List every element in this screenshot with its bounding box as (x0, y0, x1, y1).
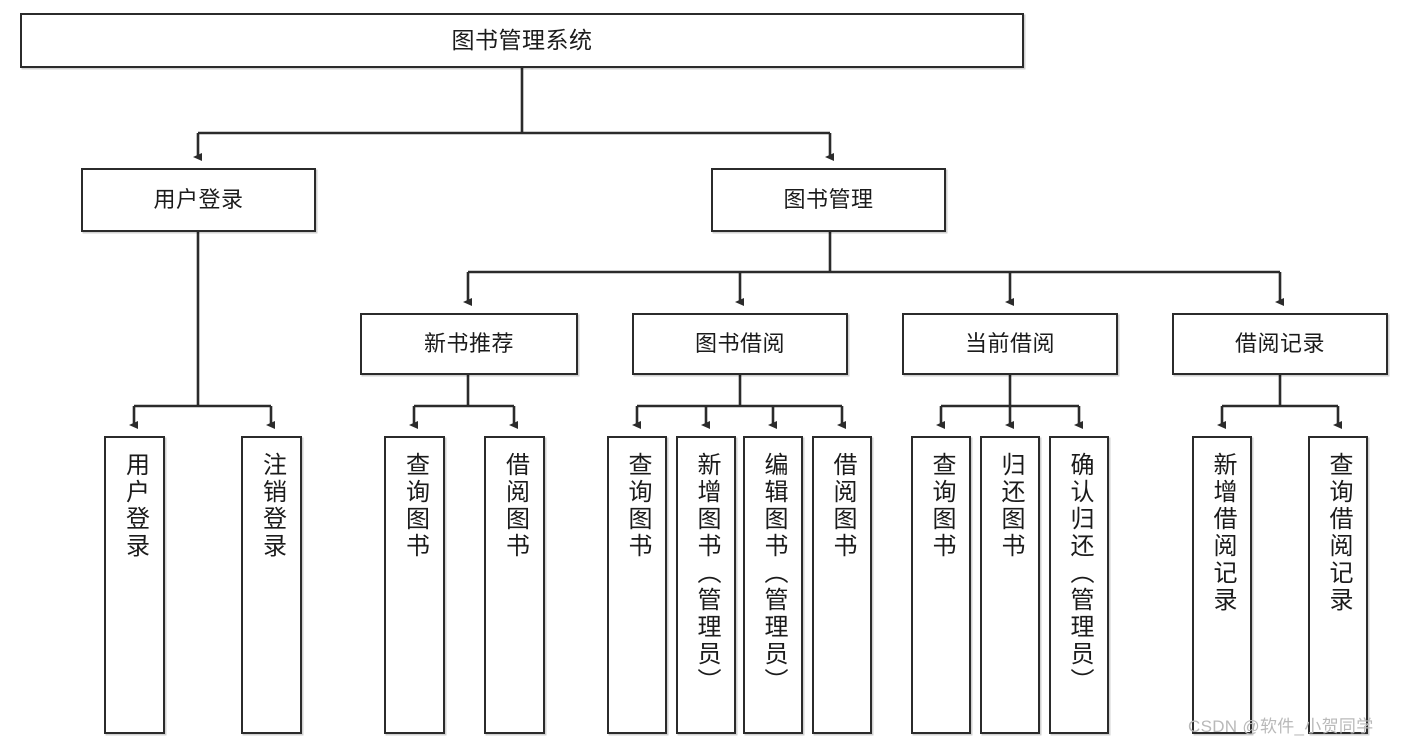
node-leaf-confirm-return[interactable]: 确认归还（管理员） (1049, 436, 1109, 734)
node-leaf-logout-label: 注销登录 (258, 452, 286, 560)
node-leaf-query-book-1[interactable]: 查询图书 (384, 436, 445, 734)
node-leaf-user-login-label: 用户登录 (121, 452, 149, 560)
node-user-login-label: 用户登录 (153, 186, 244, 212)
node-leaf-query-book-3-label: 查询图书 (928, 452, 955, 560)
node-borrow-record-label: 借阅记录 (1234, 330, 1325, 356)
node-leaf-query-book-3[interactable]: 查询图书 (911, 436, 971, 734)
node-leaf-add-record[interactable]: 新增借阅记录 (1192, 436, 1252, 734)
node-leaf-confirm-return-label: 确认归还（管理员） (1066, 452, 1093, 695)
node-new-book-recommend-label: 新书推荐 (423, 330, 514, 356)
node-current-borrow[interactable]: 当前借阅 (902, 313, 1118, 375)
node-leaf-query-book-2[interactable]: 查询图书 (607, 436, 667, 734)
node-leaf-return-book-label: 归还图书 (997, 452, 1024, 560)
node-leaf-borrow-book-2[interactable]: 借阅图书 (812, 436, 872, 734)
node-leaf-add-record-label: 新增借阅记录 (1209, 452, 1236, 614)
node-leaf-edit-book[interactable]: 编辑图书（管理员） (743, 436, 803, 734)
node-user-login[interactable]: 用户登录 (81, 168, 316, 232)
node-root[interactable]: 图书管理系统 (20, 13, 1024, 68)
node-new-book-recommend[interactable]: 新书推荐 (360, 313, 578, 375)
node-leaf-logout[interactable]: 注销登录 (241, 436, 302, 734)
node-leaf-query-book-2-label: 查询图书 (624, 452, 651, 560)
node-leaf-query-record-label: 查询借阅记录 (1325, 452, 1352, 614)
node-borrow-record[interactable]: 借阅记录 (1172, 313, 1388, 375)
node-book-borrow-label: 图书借阅 (694, 330, 785, 356)
node-leaf-add-book-label: 新增图书（管理员） (693, 452, 720, 695)
node-book-manage[interactable]: 图书管理 (711, 168, 946, 232)
node-leaf-user-login[interactable]: 用户登录 (104, 436, 165, 734)
node-leaf-add-book[interactable]: 新增图书（管理员） (676, 436, 736, 734)
node-leaf-borrow-book-2-label: 借阅图书 (829, 452, 856, 560)
node-root-label: 图书管理系统 (451, 26, 593, 53)
node-book-manage-label: 图书管理 (783, 186, 874, 212)
node-leaf-query-book-1-label: 查询图书 (401, 452, 429, 560)
node-book-borrow[interactable]: 图书借阅 (632, 313, 848, 375)
watermark-text: CSDN @软件_小贺同学 (1188, 717, 1374, 736)
node-leaf-borrow-book-1-label: 借阅图书 (501, 452, 529, 560)
node-leaf-return-book[interactable]: 归还图书 (980, 436, 1040, 734)
node-leaf-borrow-book-1[interactable]: 借阅图书 (484, 436, 545, 734)
node-leaf-query-record[interactable]: 查询借阅记录 (1308, 436, 1368, 734)
node-leaf-edit-book-label: 编辑图书（管理员） (760, 452, 787, 695)
node-current-borrow-label: 当前借阅 (964, 330, 1055, 356)
